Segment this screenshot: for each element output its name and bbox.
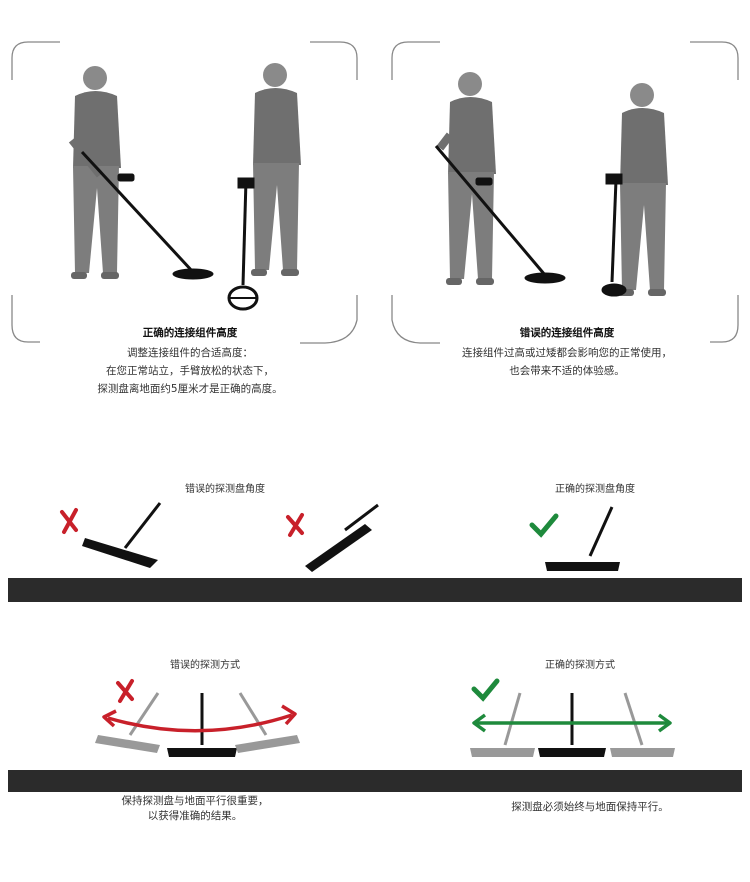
person-correct-side <box>68 66 121 279</box>
panel-text-correct-3: 探测盘离地面约5厘米才是正确的高度。 <box>97 383 283 395</box>
person-correct-front <box>251 63 301 276</box>
label-wrong-angle: 错误的探测盘角度 <box>185 484 265 495</box>
caption-correct-sweep: 探测盘必须始终与地面保持平行。 <box>511 801 669 813</box>
panel-title-wrong: 错误的连接组件高度 <box>519 327 615 339</box>
caption-wrong-sweep-2: 以获得准确的结果。 <box>147 810 243 822</box>
label-wrong-sweep: 错误的探测方式 <box>170 660 240 671</box>
wrong-mark-2 <box>286 513 304 537</box>
caption-wrong-sweep-1: 保持探测盘与地面平行很重要， <box>121 795 269 807</box>
detector-correct-side <box>80 150 214 280</box>
sweep-wrong-detectors <box>95 692 300 757</box>
panel-title-correct: 正确的连接组件高度 <box>142 327 238 339</box>
label-correct-sweep: 正确的探测方式 <box>545 660 615 671</box>
detector-wrong-front <box>601 173 627 297</box>
detector-tilted-forward <box>305 503 379 572</box>
sweep-straight-arrow <box>472 713 672 733</box>
panel-text-wrong-2: 也会带来不适的体验感。 <box>509 365 625 377</box>
label-correct-angle: 正确的探测盘角度 <box>555 484 635 495</box>
detector-correct-front <box>227 177 259 311</box>
person-wrong-front <box>618 83 668 296</box>
detector-level <box>545 506 620 571</box>
ground-bar-sweep <box>8 770 742 792</box>
wrong-mark-3 <box>116 679 134 703</box>
panel-text-wrong-1: 连接组件过高或过矮都会影响您的正常使用， <box>462 347 672 359</box>
correct-mark-2 <box>471 678 500 702</box>
sweep-correct-detectors <box>470 692 675 757</box>
detector-wrong-side <box>434 145 566 284</box>
panel-frame-left <box>11 41 358 344</box>
person-wrong-side <box>436 72 496 285</box>
wrong-mark-1 <box>60 508 78 534</box>
correct-mark-1 <box>529 513 559 538</box>
detector-tilted-back <box>82 502 162 568</box>
sweep-arc-arrow <box>102 704 297 733</box>
panel-text-correct-2: 在您正常站立，手臂放松的状态下， <box>106 365 274 377</box>
panel-frame-right <box>391 41 739 344</box>
panel-text-correct-1: 调整连接组件的合适高度： <box>127 347 253 359</box>
ground-bar-angles <box>8 578 742 602</box>
